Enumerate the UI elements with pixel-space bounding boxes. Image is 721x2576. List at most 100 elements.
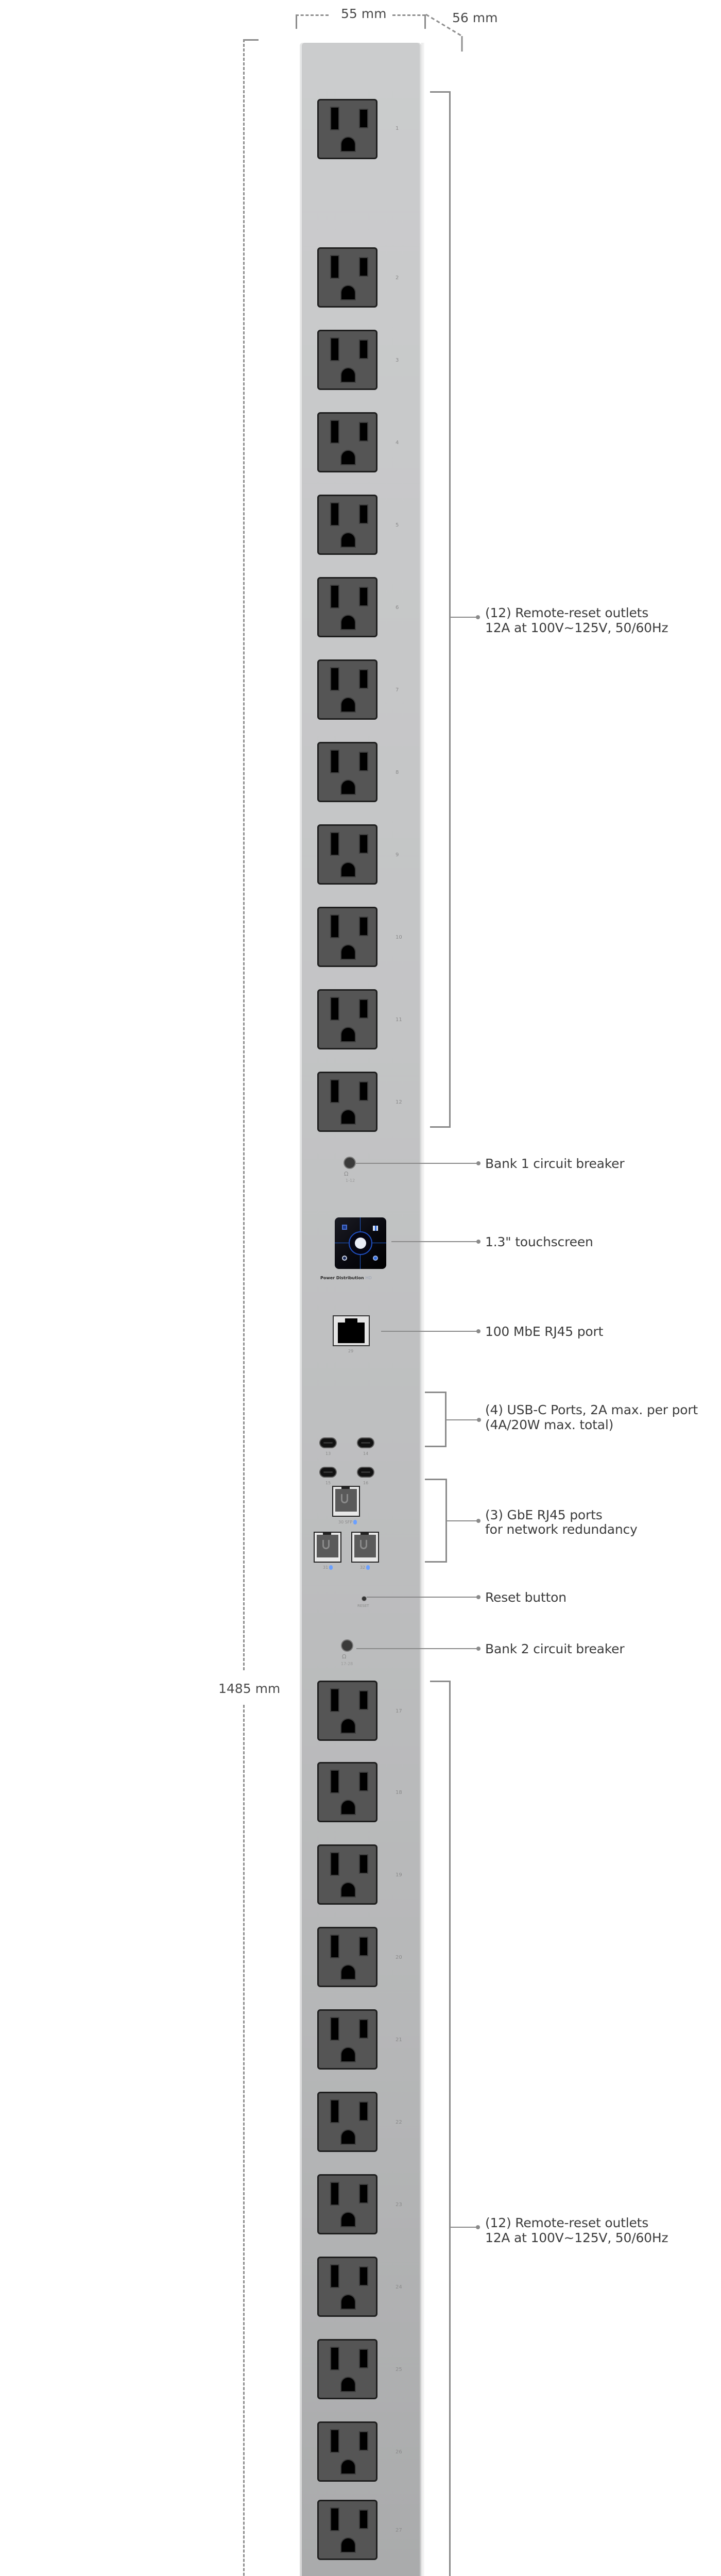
outlet-number: 9 [396, 852, 399, 858]
height-dim-top-tick [243, 39, 259, 41]
gbe-label-line2: for network redundancy [485, 1522, 638, 1537]
gbe-rj45-port-32[interactable] [351, 1532, 379, 1563]
gbe-leader [447, 1519, 480, 1523]
outlet-26 [317, 2421, 377, 2482]
outlet-number: 11 [396, 1017, 402, 1023]
usbc-port-15[interactable] [320, 1468, 336, 1477]
outlet-5 [317, 495, 377, 555]
outlet-25 [317, 2339, 377, 2399]
outlet-number: 26 [396, 2449, 402, 2455]
gbe-rj45-port-31[interactable] [314, 1532, 341, 1563]
outlet-4 [317, 412, 377, 472]
gbe-port-label: 31 [323, 1565, 333, 1570]
outlet-number: 2 [396, 275, 399, 281]
usbc-leader [447, 1418, 481, 1422]
usbc-port-13[interactable] [320, 1438, 336, 1447]
outlet-21 [317, 2009, 377, 2070]
outlet-number: 8 [396, 770, 399, 775]
usbc-port-16[interactable] [358, 1468, 373, 1477]
outlet-number: 24 [396, 2284, 402, 2290]
outlet-9 [317, 824, 377, 885]
rj45-100-port-number: 29 [348, 1349, 354, 1353]
usbc-port-14[interactable] [358, 1438, 373, 1447]
touchscreen[interactable] [335, 1217, 386, 1269]
bank2-breaker-leader [356, 1647, 480, 1651]
led-indicator [353, 1520, 357, 1524]
product-caption: Power Distribution HD [320, 1276, 372, 1280]
info-icon [342, 1256, 347, 1261]
ubiquiti-logo-icon [355, 1238, 366, 1249]
outlet-18 [317, 1762, 377, 1822]
depth-dim-line [425, 13, 463, 52]
rj45-100-label: 100 MbE RJ45 port [485, 1324, 604, 1339]
bank2-breaker-range: 17-28 [341, 1662, 353, 1666]
outlet-11 [317, 989, 377, 1049]
product-suffix: HD [365, 1276, 372, 1280]
outlet-20 [317, 1927, 377, 1987]
height-dimension-label: 1485 mm [218, 1681, 281, 1696]
bank1-outlets-label-line1: (12) Remote-reset outlets [485, 605, 649, 620]
usb-port-number: 15 [325, 1481, 331, 1485]
bank1-circuit-breaker[interactable] [345, 1158, 355, 1168]
gbe-top-label: 30 SFP [338, 1520, 353, 1524]
usbc-bracket [425, 1392, 447, 1447]
led-indicator [329, 1565, 333, 1570]
outlet-number: 25 [396, 2367, 402, 2372]
outlet-number: 4 [396, 440, 399, 446]
outlet-number: 27 [396, 2528, 402, 2533]
reset-leader [367, 1595, 480, 1599]
bank1-breaker-range: 1-12 [346, 1178, 355, 1183]
width-dim-line-right [392, 14, 425, 16]
outlet-6 [317, 577, 377, 637]
outlet-8 [317, 742, 377, 802]
usbc-label-line1: (4) USB-C Ports, 2A max. per port [485, 1402, 698, 1417]
gbe-bracket [425, 1479, 447, 1563]
outlet-22 [317, 2092, 377, 2152]
bank1-breaker-label: Bank 1 circuit breaker [485, 1156, 625, 1171]
outlet-27 [317, 2500, 377, 2560]
rj45-100mbe-port[interactable] [333, 1315, 370, 1346]
breaker-icon: Ω [342, 1653, 347, 1660]
pdu-side-edge [421, 43, 424, 2576]
outlet-number: 18 [396, 1790, 402, 1795]
device-icon [342, 1225, 347, 1230]
width-dim-line-left [296, 14, 329, 16]
outlet-number: 12 [396, 1099, 402, 1105]
reset-button[interactable] [362, 1597, 366, 1601]
bank2-outlets-bracket [430, 1681, 451, 2576]
outlet-number: 1 [396, 126, 399, 131]
bank2-breaker-label: Bank 2 circuit breaker [485, 1641, 625, 1656]
gbe-rj45-port-30[interactable] [332, 1486, 360, 1517]
outlet-24 [317, 2257, 377, 2317]
outlet-number: 20 [396, 1955, 402, 1960]
usb-port-number: 14 [363, 1451, 369, 1456]
outlet-number: 22 [396, 2120, 402, 2125]
bank1-outlets-label-line2: 12A at 100V~125V, 50/60Hz [485, 620, 668, 635]
led-indicator [366, 1565, 370, 1570]
outlet-2 [317, 247, 377, 308]
width-dim-right-tick [424, 14, 426, 29]
outlet-number: 23 [396, 2202, 402, 2208]
outlet-19 [317, 1844, 377, 1905]
gbe-right-label: 32 [360, 1565, 366, 1570]
bank1-outlets-bracket [430, 91, 451, 1128]
usb-port-number: 13 [325, 1451, 331, 1456]
outlet-number: 19 [396, 1872, 402, 1878]
outlet-3 [317, 330, 377, 390]
gbe-left-label: 31 [323, 1565, 329, 1570]
reset-label: RESET [357, 1604, 369, 1608]
bank2-circuit-breaker[interactable] [342, 1640, 352, 1651]
reset-label: Reset button [485, 1590, 566, 1605]
settings-icon [373, 1256, 378, 1261]
outlet-7 [317, 659, 377, 720]
width-dimension-label: 55 mm [341, 6, 387, 21]
outlet-number: 10 [396, 935, 402, 940]
bank2-outlets-leader [451, 2225, 480, 2229]
product-name: Power Distribution [320, 1276, 364, 1280]
outlet-23 [317, 2174, 377, 2234]
outlet-number: 6 [396, 605, 399, 611]
chart-icon [373, 1226, 378, 1231]
bank1-outlets-leader [451, 615, 480, 619]
outlet-10 [317, 907, 377, 967]
outlet-1 [317, 99, 377, 159]
